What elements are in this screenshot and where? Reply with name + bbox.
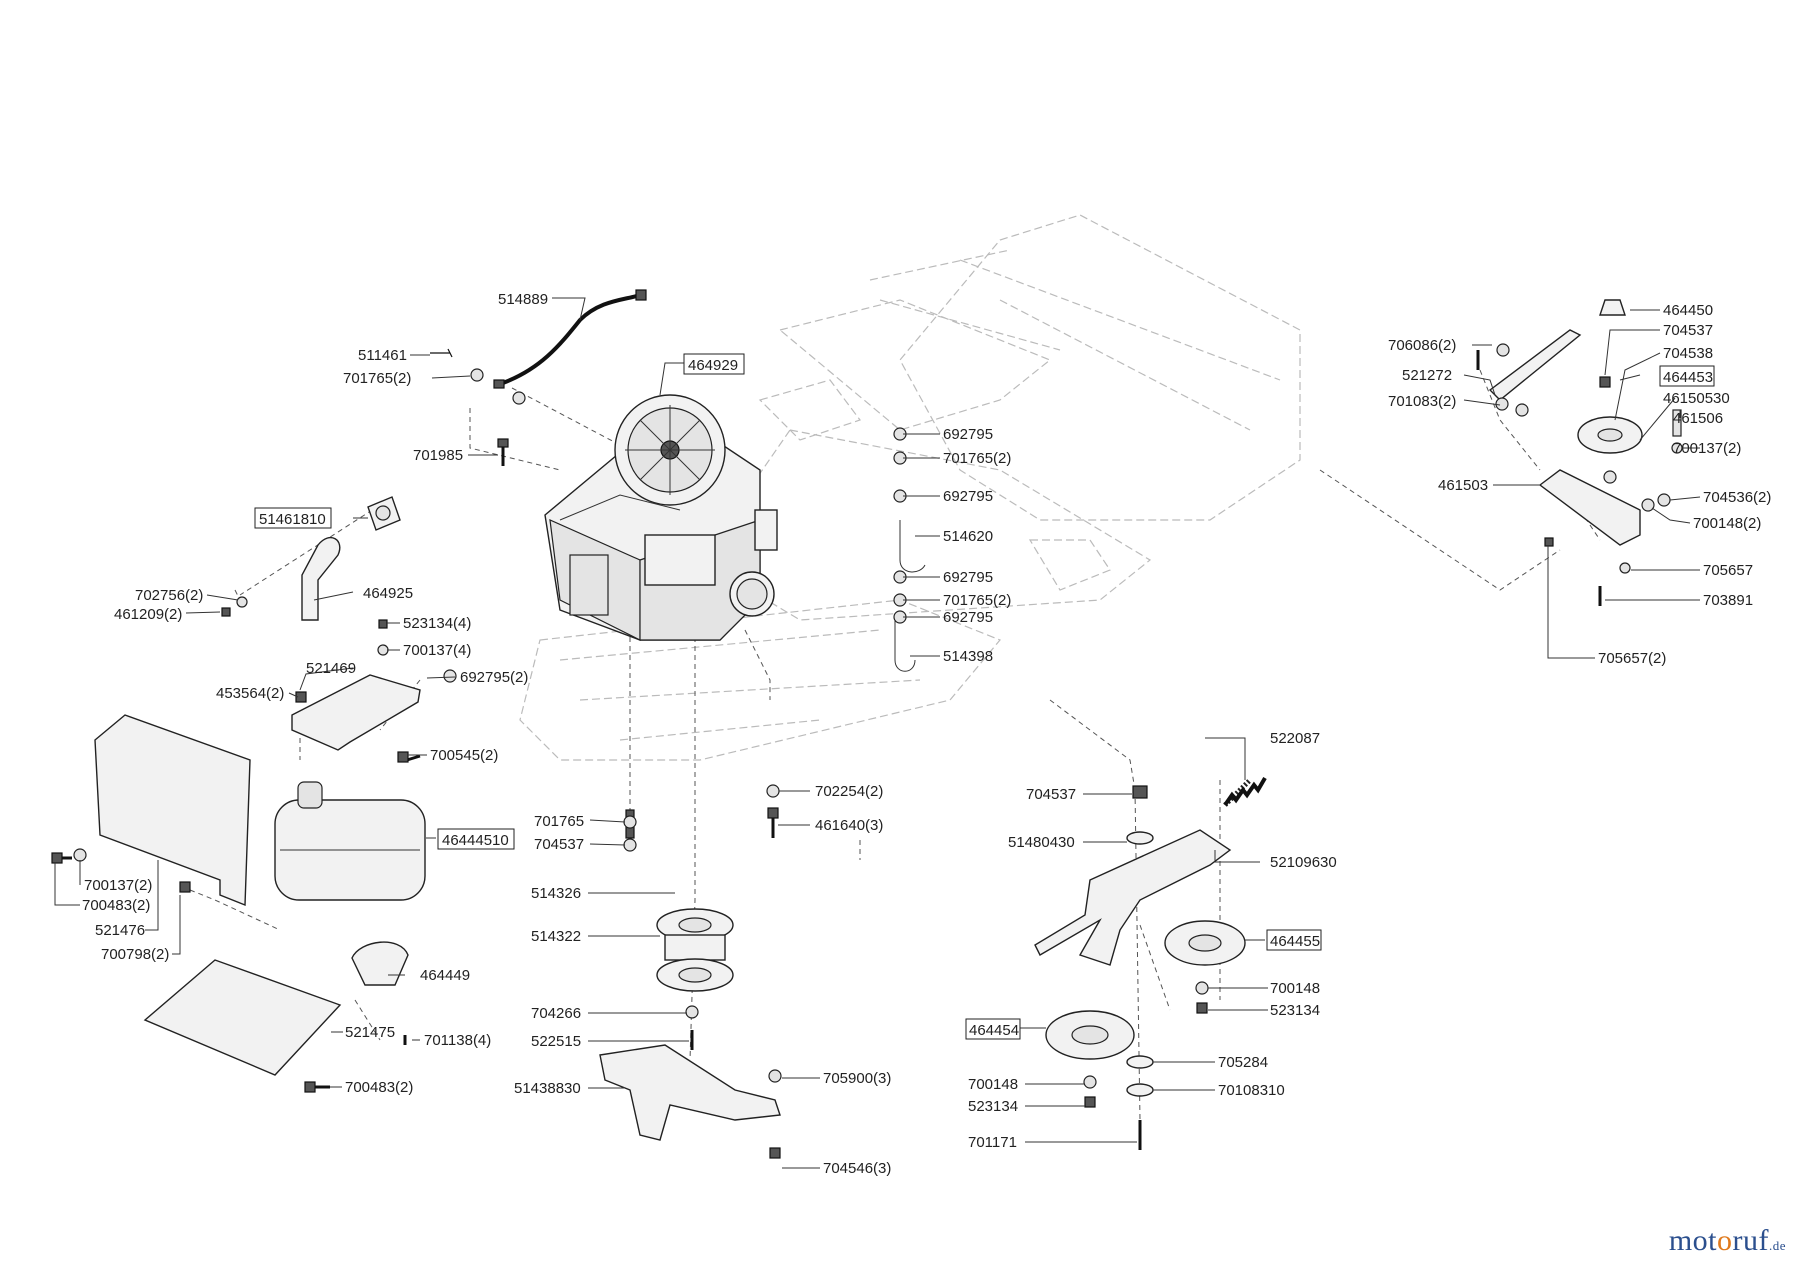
brand-logo: motoruf.de — [1668, 1224, 1786, 1257]
label-700545-2: 700545(2) — [430, 747, 498, 764]
label-461640-3: 461640(3) — [815, 817, 883, 834]
label-51438830: 51438830 — [514, 1080, 581, 1097]
label-701985: 701985 — [413, 447, 463, 464]
label-464450: 464450 — [1663, 302, 1713, 319]
label-522087: 522087 — [1270, 730, 1320, 747]
label-70108310: 70108310 — [1218, 1082, 1285, 1099]
label-464449: 464449 — [420, 967, 470, 984]
label-704536-2: 704536(2) — [1703, 489, 1771, 506]
label-523134-b: 523134 — [968, 1098, 1018, 1115]
label-700798-2: 700798(2) — [101, 946, 169, 963]
label-701765-2c: 701765(2) — [943, 592, 1011, 609]
label-511461: 511461 — [358, 347, 407, 364]
label-514322: 514322 — [531, 928, 581, 945]
leader-lines — [54, 297, 1701, 1169]
front-pulley-bracket — [1476, 299, 1683, 606]
label-706086-2: 706086(2) — [1388, 337, 1456, 354]
label-704538: 704538 — [1663, 345, 1713, 362]
label-521469: 521469 — [306, 660, 356, 677]
label-514620: 514620 — [943, 528, 993, 545]
label-705900-3: 705900(3) — [823, 1070, 891, 1087]
label-692795-d: 692795 — [943, 609, 993, 626]
label-704546-3: 704546(3) — [823, 1160, 891, 1177]
label-514398: 514398 — [943, 648, 993, 665]
label-705657: 705657 — [1703, 562, 1753, 579]
label-521475: 521475 — [345, 1024, 395, 1041]
battery-cable — [493, 289, 647, 389]
label-464453: 464453 — [1663, 369, 1713, 386]
assembly-lines — [169, 369, 1601, 1121]
label-692795-b: 692795 — [943, 488, 993, 505]
label-700137-4: 700137(4) — [403, 642, 471, 659]
part-labels: 514889 511461 701765(2) 464929 701985 51… — [82, 291, 1771, 1177]
label-700148-b: 700148 — [968, 1076, 1018, 1093]
bottom-tray — [143, 959, 342, 1076]
label-703891: 703891 — [1703, 592, 1753, 609]
label-704537-c: 704537 — [1663, 322, 1713, 339]
engine-bracket — [291, 674, 421, 751]
muffler — [274, 781, 426, 901]
label-521272: 521272 — [1402, 367, 1452, 384]
label-700483-2b: 700483(2) — [345, 1079, 413, 1096]
label-523134-a: 523134 — [1270, 1002, 1320, 1019]
label-453564-2: 453564(2) — [216, 685, 284, 702]
label-700148-2: 700148(2) — [1693, 515, 1761, 532]
label-514889: 514889 — [498, 291, 548, 308]
label-700148-a: 700148 — [1270, 980, 1320, 997]
label-52109630: 52109630 — [1270, 854, 1337, 871]
label-700137-2b: 700137(2) — [1673, 440, 1741, 457]
label-704537-a: 704537 — [534, 836, 584, 853]
label-702756-2: 702756(2) — [135, 587, 203, 604]
label-464454: 464454 — [969, 1022, 1019, 1039]
label-700137-2: 700137(2) — [84, 877, 152, 894]
label-701765: 701765 — [534, 813, 584, 830]
label-692795-c: 692795 — [943, 569, 993, 586]
label-700483-2: 700483(2) — [82, 897, 150, 914]
label-522515: 522515 — [531, 1033, 581, 1050]
label-704537-b: 704537 — [1026, 786, 1076, 803]
center-pulley-stack — [599, 809, 782, 1159]
label-461506: 461506 — [1673, 410, 1723, 427]
label-702254-2: 702254(2) — [815, 783, 883, 800]
label-523134-4: 523134(4) — [403, 615, 471, 632]
label-704266: 704266 — [531, 1005, 581, 1022]
side-guard — [94, 714, 251, 907]
label-705657-2: 705657(2) — [1598, 650, 1666, 667]
label-51480430: 51480430 — [1008, 834, 1075, 851]
heat-shield — [351, 941, 409, 986]
label-46150530: 46150530 — [1663, 390, 1730, 407]
label-46444510: 46444510 — [442, 832, 509, 849]
label-514326: 514326 — [531, 885, 581, 902]
label-701171: 701171 — [968, 1134, 1017, 1151]
label-701765-2b: 701765(2) — [943, 450, 1011, 467]
hairpins — [893, 427, 926, 672]
hardware-left — [51, 348, 526, 1093]
hardware-center — [766, 784, 780, 838]
label-51461810: 51461810 — [259, 511, 326, 528]
label-521476: 521476 — [95, 922, 145, 939]
spring-522087 — [1223, 776, 1267, 807]
label-464455: 464455 — [1270, 933, 1320, 950]
label-701083-2: 701083(2) — [1388, 393, 1456, 410]
label-692795-a: 692795 — [943, 426, 993, 443]
label-692795-2: 692795(2) — [460, 669, 528, 686]
label-464929: 464929 — [688, 357, 738, 374]
label-464925: 464925 — [363, 585, 413, 602]
label-461209-2: 461209(2) — [114, 606, 182, 623]
label-461503: 461503 — [1438, 477, 1488, 494]
label-705284: 705284 — [1218, 1054, 1268, 1071]
label-701138-4: 701138(4) — [424, 1032, 491, 1049]
label-701765-2: 701765(2) — [343, 370, 411, 387]
engine — [544, 394, 778, 641]
